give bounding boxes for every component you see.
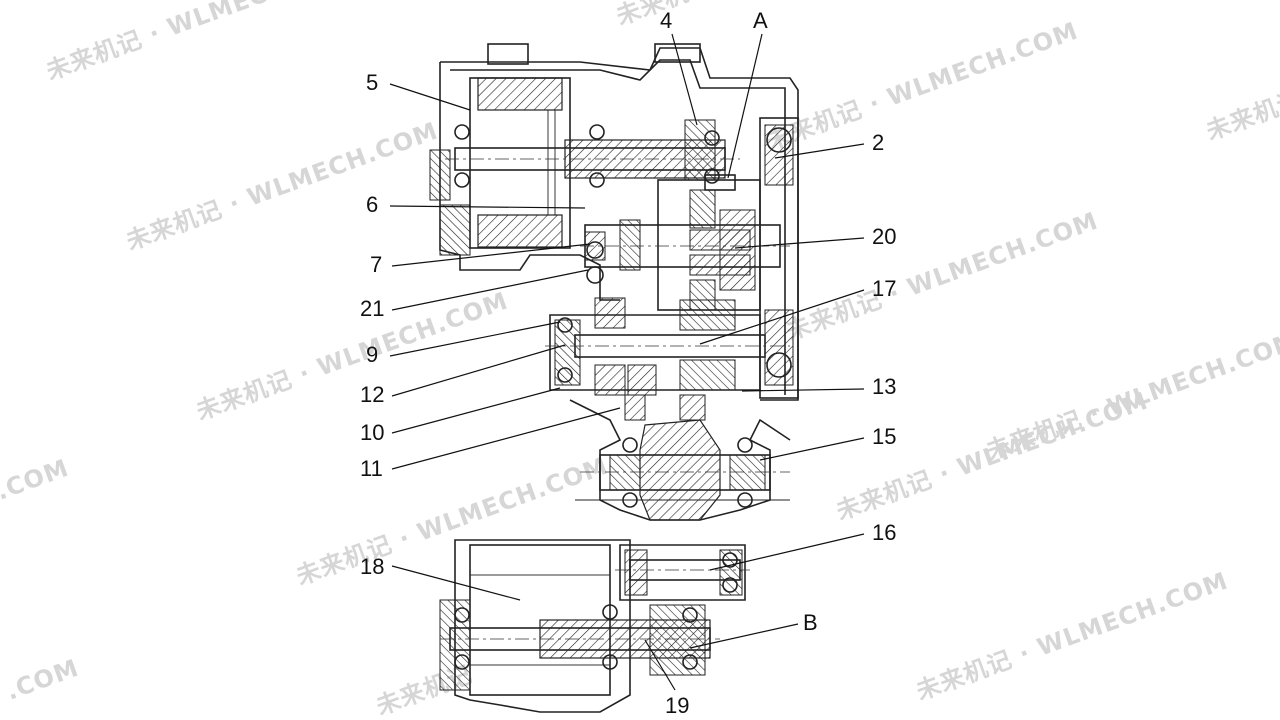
callouts: 5 4 A 2 6 20 7 17 21 9 13 12 15 10 11 16 bbox=[360, 8, 896, 718]
callout-18: 18 bbox=[360, 554, 384, 579]
upper-housing bbox=[429, 43, 799, 401]
watermark-text: .COM bbox=[2, 654, 82, 706]
watermark-text: 未来机记 · WLMECH.COM bbox=[292, 452, 611, 591]
callout-4: 4 bbox=[660, 8, 672, 33]
watermark-text: 未来机记 · WLMECH.COM bbox=[42, 0, 361, 86]
watermark-text: 未来机记 · WLMECH.COM bbox=[912, 567, 1231, 706]
top-flange bbox=[487, 43, 529, 65]
lower-motor-assembly bbox=[439, 539, 750, 713]
main-shaft bbox=[545, 297, 790, 421]
callout-16: 16 bbox=[872, 520, 896, 545]
callout-10: 10 bbox=[360, 420, 384, 445]
callout-12: 12 bbox=[360, 382, 384, 407]
callout-5: 5 bbox=[366, 70, 378, 95]
callout-6: 6 bbox=[366, 192, 378, 217]
callout-B: B bbox=[803, 610, 818, 635]
callout-11: 11 bbox=[360, 456, 383, 481]
callout-13: 13 bbox=[872, 374, 896, 399]
watermark-text: 未来机记 · WLMECH.COM bbox=[122, 117, 441, 256]
callout-9: 9 bbox=[366, 342, 378, 367]
watermark-text: 未来机记 · WLMECH.COM bbox=[762, 17, 1081, 156]
callout-7: 7 bbox=[370, 252, 382, 277]
watermark-text: 未来机记 bbox=[1202, 85, 1280, 146]
callout-15: 15 bbox=[872, 424, 896, 449]
intermediate-shaft bbox=[580, 219, 790, 284]
watermark-text: 未来机记 · WLMECH.COM bbox=[192, 287, 511, 426]
callout-A: A bbox=[753, 8, 768, 33]
differential bbox=[569, 399, 791, 521]
callout-19: 19 bbox=[665, 693, 689, 718]
clutch-assembly bbox=[657, 117, 799, 399]
callout-21: 21 bbox=[360, 296, 384, 321]
watermark-text: 未来机记 · WLMECH.COM bbox=[982, 327, 1280, 466]
callout-17: 17 bbox=[872, 276, 896, 301]
callout-2: 2 bbox=[872, 130, 884, 155]
watermark-text: 未来机记 · WLMECH.COM bbox=[782, 207, 1101, 346]
callout-20: 20 bbox=[872, 224, 896, 249]
watermark-text: .COM bbox=[0, 454, 73, 506]
